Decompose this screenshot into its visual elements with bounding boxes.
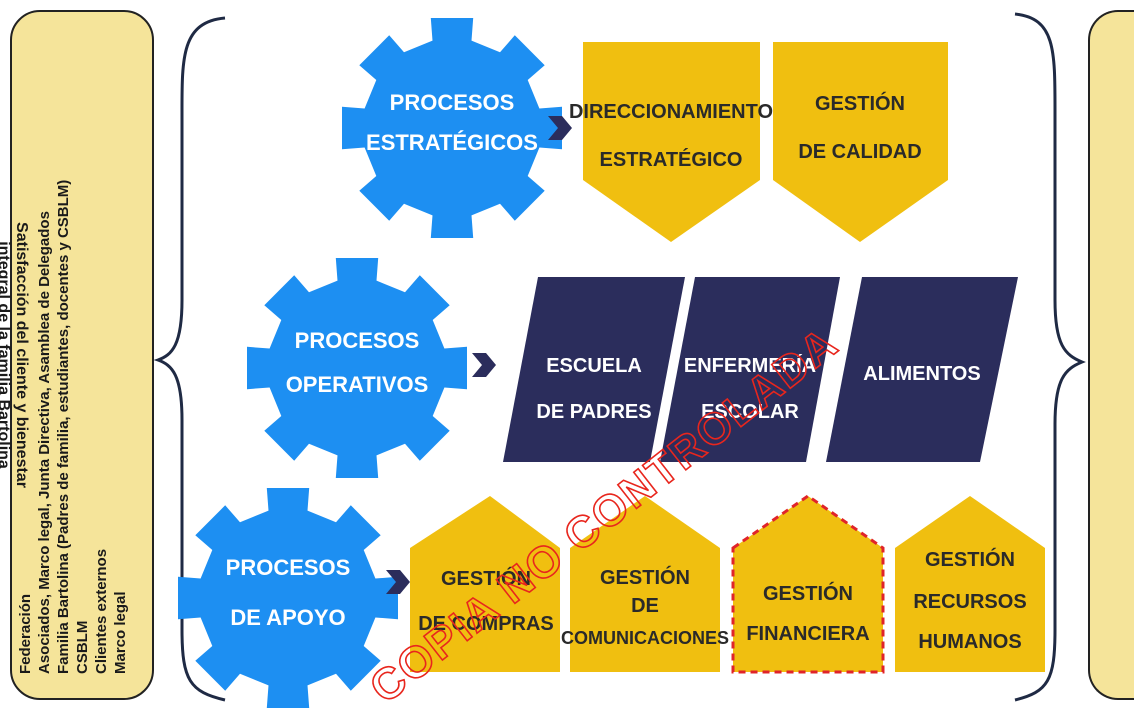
gear-icon-operativos: [247, 258, 467, 478]
operative-box-enfermeria: [660, 277, 840, 462]
gear-label-estrategicos-1: PROCESOS: [390, 90, 515, 115]
strategic-box-label: DIRECCIONAMIENTO: [569, 101, 773, 123]
support-box-recursos-humanos: [895, 496, 1045, 672]
strategic-box-calidad: [773, 42, 948, 242]
support-box-compras: [410, 496, 560, 672]
chevron-right-icon: [386, 570, 410, 594]
operative-box-label: ALIMENTOS: [863, 363, 980, 385]
operative-box-alimentos: [826, 277, 1018, 462]
operative-box-label: ENFERMERÍA: [684, 354, 816, 377]
strategic-box-label: GESTIÓN: [815, 91, 905, 115]
gear-body: [178, 488, 398, 708]
gear-icon-apoyo: [178, 488, 398, 708]
support-box-label: GESTIÓN: [925, 547, 1015, 571]
chevron-right-icon: [472, 353, 496, 377]
operative-box-escuela: [503, 277, 685, 462]
operative-box-label: ESCOLAR: [701, 401, 799, 423]
right-brace: [1014, 12, 1086, 702]
strategic-box-direccionamiento: [583, 42, 760, 242]
support-box-comunicaciones: [570, 496, 720, 672]
strategic-box-label: ESTRATÉGICO: [600, 148, 743, 171]
support-box-label: DE: [631, 595, 659, 617]
support-box-financiera: [731, 494, 885, 674]
chevron-right-icon: [548, 116, 572, 140]
gear-label-operativos-2: OPERATIVOS: [286, 372, 429, 397]
gear-label-apoyo-1: PROCESOS: [226, 555, 351, 580]
gear-body: [342, 18, 562, 238]
support-box-label: GESTIÓN: [763, 581, 853, 605]
gear-label-apoyo-2: DE APOYO: [230, 605, 345, 630]
gear-icon-estrategicos: [342, 18, 562, 238]
gear-label-estrategicos-2: ESTRATÉGICOS: [366, 130, 538, 155]
support-box-label: RECURSOS: [913, 591, 1026, 613]
support-box-label: GESTIÓN: [441, 566, 531, 590]
gear-label-operativos-1: PROCESOS: [295, 328, 420, 353]
left-brace: [153, 16, 226, 702]
support-box-label: DE COMPRAS: [418, 613, 554, 635]
stakeholders-panel: [10, 10, 154, 700]
support-box-label: GESTIÓN: [600, 565, 690, 589]
support-box-label: HUMANOS: [918, 631, 1021, 653]
support-box-label: FINANCIERA: [746, 623, 869, 645]
strategic-box-label: DE CALIDAD: [798, 141, 921, 163]
operative-box-label: ESCUELA: [546, 355, 642, 377]
satisfaction-panel: [1088, 10, 1134, 700]
operative-box-label: DE PADRES: [536, 401, 651, 423]
gear-body: [247, 258, 467, 478]
support-box-label: COMUNICACIONES: [561, 628, 729, 648]
